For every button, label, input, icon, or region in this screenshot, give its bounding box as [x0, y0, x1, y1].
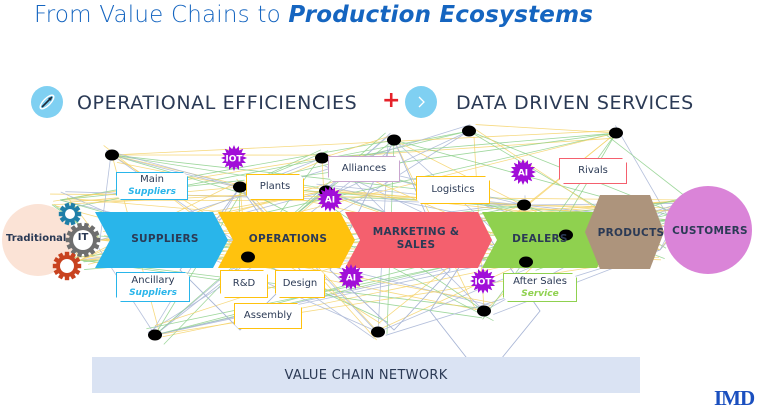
- stage-label-dealers: DEALERS: [512, 233, 568, 245]
- satellite-orbit-icon: [31, 86, 63, 118]
- network-edge: [244, 132, 617, 185]
- network-edge: [606, 134, 691, 201]
- ai-burst-icon: [338, 264, 364, 290]
- stage-arrow-dealers: [482, 212, 610, 268]
- gear-tooth: [65, 237, 71, 243]
- network-node: [387, 134, 401, 146]
- iot-burst-icon: [221, 145, 247, 171]
- operational-efficiencies-label: OPERATIONAL EFFICIENCIES: [77, 92, 358, 114]
- tag-after-sales-line2: Service: [521, 288, 559, 299]
- network-node: [609, 127, 623, 139]
- tech-bursts: IOT AI AI AI IOT: [221, 145, 536, 294]
- network-edge: [321, 136, 389, 159]
- value-chain-network-band: VALUE CHAIN NETWORK: [92, 357, 640, 393]
- iot-burst-label: IOT: [474, 278, 492, 288]
- traditional-label: Traditional: [6, 233, 67, 244]
- tag-plants: Plants: [246, 174, 304, 200]
- iot-burst-icon: [470, 268, 496, 294]
- tag-rivals: Rivals: [559, 158, 627, 184]
- ai-burst-label: AI: [325, 196, 335, 206]
- network-node: [315, 152, 329, 164]
- title-emphasis: Production Ecosystems: [288, 2, 594, 28]
- network-edge: [615, 125, 671, 221]
- network-node: [517, 199, 531, 211]
- network-node: [477, 305, 491, 317]
- ai-burst-label: AI: [518, 169, 528, 179]
- network-node: [519, 256, 533, 268]
- network-edge: [321, 137, 615, 159]
- tag-after-sales-service: After Sales Service: [503, 273, 577, 302]
- tag-main-suppliers: Main Suppliers: [116, 172, 188, 200]
- gear-hole: [65, 209, 75, 219]
- data-driven-services-label: DATA DRIVEN SERVICES: [456, 92, 694, 114]
- ai-burst-icon: [317, 186, 343, 212]
- stage-arrow-suppliers: [95, 212, 228, 268]
- tag-ancillary-suppliers-line2: Suppliers: [129, 288, 177, 298]
- network-node: [148, 329, 162, 341]
- imd-logo: IMD: [714, 386, 755, 410]
- network-node: [233, 181, 247, 193]
- tag-alliances: Alliances: [328, 156, 400, 182]
- tag-after-sales-line1: After Sales: [513, 275, 567, 287]
- page-title: From Value Chains to Production Ecosyste…: [34, 2, 593, 28]
- tag-main-suppliers-line1: Main: [140, 174, 164, 185]
- network-edge: [106, 150, 241, 188]
- network-node: [559, 229, 573, 241]
- gear-tooth: [58, 211, 64, 217]
- gear-tooth: [95, 237, 101, 243]
- it-gear-label: IT: [77, 232, 89, 243]
- ai-burst-label: AI: [346, 274, 356, 284]
- network-nodes: [105, 125, 623, 341]
- network-node: [462, 125, 476, 137]
- gear-hole: [73, 230, 93, 250]
- network-edge: [111, 130, 615, 156]
- tag-ancillary-suppliers: Ancillary Suppliers: [116, 272, 190, 302]
- tag-assembly: Assembly: [234, 303, 302, 329]
- gear-red-icon: [52, 251, 82, 281]
- tag-main-suppliers-line2: Suppliers: [128, 187, 176, 197]
- customers-circle: [664, 186, 752, 274]
- tag-ancillary-suppliers-line1: Ancillary: [131, 275, 175, 286]
- network-node: [241, 251, 255, 263]
- network-edge: [99, 150, 112, 241]
- plus-operator: +: [382, 88, 401, 113]
- network-node: [105, 149, 119, 161]
- gear-small-blue-icon: [58, 202, 82, 226]
- gear-it-gray-icon: [65, 222, 101, 258]
- gear-tooth: [76, 263, 82, 269]
- gear-tooth: [52, 263, 58, 269]
- title-prefix: From Value Chains to: [34, 2, 289, 28]
- network-edge: [59, 199, 320, 202]
- tag-logistics: Logistics: [416, 176, 490, 204]
- stage-label-suppliers: SUPPLIERS: [131, 233, 199, 245]
- stage-label-operations: OPERATIONS: [248, 233, 328, 245]
- gear-tooth: [76, 211, 82, 217]
- tag-rnd: R&D: [220, 270, 268, 298]
- products-hexagon: [585, 195, 664, 269]
- network-edge: [111, 154, 237, 188]
- products-label: PRODUCTS: [597, 227, 665, 239]
- chevron-right-icon: [405, 86, 437, 118]
- gear-hole: [60, 259, 74, 273]
- stage-label-marketing-sales: MARKETING & SALES: [372, 226, 460, 251]
- network-edge: [321, 132, 620, 159]
- customers-label: CUSTOMERS: [672, 225, 748, 237]
- iot-burst-label: IOT: [225, 155, 243, 165]
- network-edge: [475, 124, 617, 134]
- network-node: [371, 326, 385, 338]
- tag-design: Design: [275, 270, 325, 298]
- ai-burst-icon: [510, 159, 536, 185]
- stage-arrow-marketing-sales: [345, 212, 492, 268]
